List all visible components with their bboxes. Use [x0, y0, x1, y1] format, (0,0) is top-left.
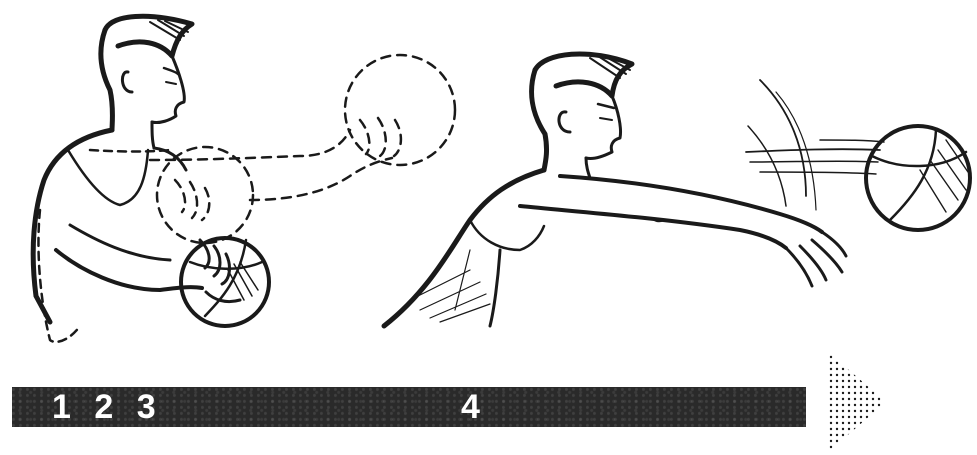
ghost-motion-phases [150, 55, 455, 243]
step-label-4: 4 [461, 390, 480, 424]
flying-ball [746, 80, 970, 230]
step-label-1-2-3: 1 2 3 [52, 390, 163, 424]
arrow-right-icon [828, 352, 886, 452]
player-figure-phases-1-3 [33, 16, 269, 342]
